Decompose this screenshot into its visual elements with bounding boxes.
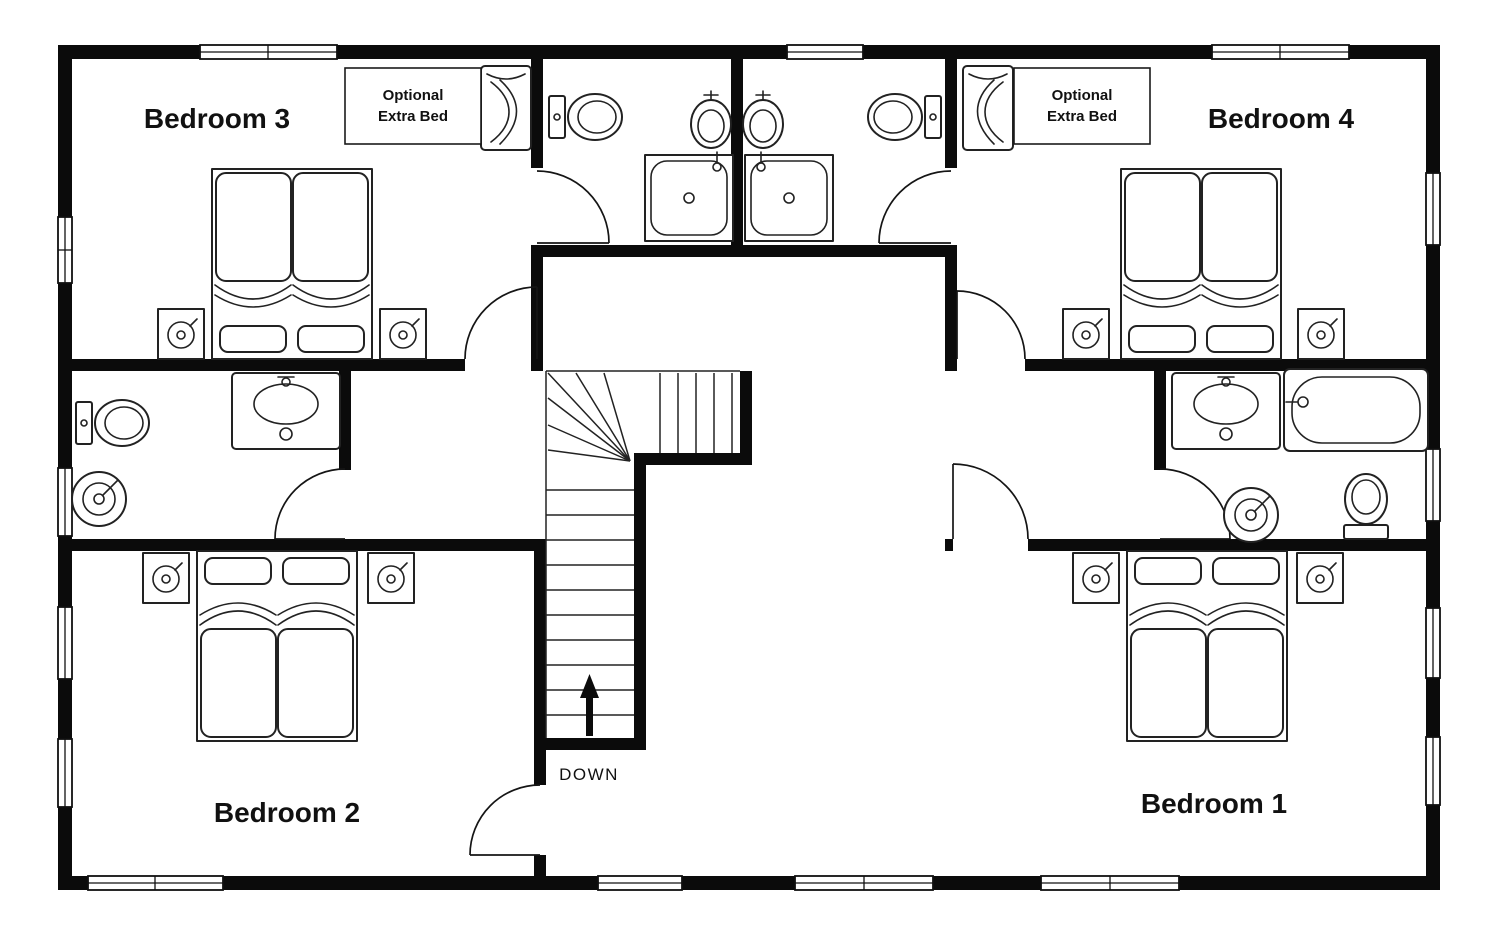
stair-winders [547, 372, 631, 462]
window [1425, 736, 1441, 806]
bedroom-3-label: Bedroom 3 [144, 103, 290, 134]
shower-head-icon [71, 471, 127, 527]
window [1425, 607, 1441, 679]
stair-direction-arrow-icon [580, 674, 599, 736]
toilet-icon [867, 93, 942, 141]
nightstand-lamp-icon [367, 552, 415, 604]
bedroom-1-label: Bedroom 1 [1141, 788, 1287, 819]
toilet-icon [1343, 473, 1389, 540]
bathroom-left [71, 372, 341, 527]
optional-extra-bed-label-line2: Extra Bed [378, 108, 448, 125]
nightstand-lamp-icon [1062, 308, 1110, 360]
shower-tray-icon [744, 151, 834, 242]
window [786, 44, 864, 60]
staircase: DOWN [545, 370, 740, 784]
nightstand-lamp-icon [1296, 552, 1344, 604]
bedroom-2: Bedroom 2 [142, 550, 415, 828]
toilet-icon [548, 93, 623, 141]
optional-extra-bed-icon [480, 65, 532, 151]
vanity-sink-icon [231, 372, 341, 450]
bathtub-icon [1283, 368, 1429, 452]
washbasin-icon [690, 90, 732, 149]
door-bedroom-4 [956, 290, 1026, 360]
nightstand-lamp-icon [1072, 552, 1120, 604]
window [794, 875, 934, 891]
window [1425, 448, 1441, 522]
optional-extra-bed-callout: Optional Extra Bed [344, 67, 482, 145]
window [57, 606, 73, 680]
optional-extra-bed-label-line1: Optional [1052, 87, 1113, 104]
toilet-icon [75, 399, 150, 447]
window [597, 875, 683, 891]
ensuite-left [548, 90, 734, 242]
door-shower-room-right [878, 170, 952, 244]
double-bed [211, 168, 373, 360]
double-bed [1120, 168, 1282, 360]
vanity-sink-icon [1171, 372, 1281, 450]
window [87, 875, 224, 891]
nightstand-lamp-icon [1297, 308, 1345, 360]
shower-tray-icon [644, 151, 734, 242]
optional-extra-bed-label-line1: Optional [383, 87, 444, 104]
doors [274, 170, 1231, 856]
door-bedroom-1 [952, 463, 1029, 540]
door-bedroom-3 [464, 286, 538, 360]
windows [57, 44, 1441, 891]
bedroom-3: Bedroom 3 Optional Extra Bed [144, 65, 532, 360]
window [57, 738, 73, 808]
door-bathroom-right [1159, 468, 1231, 540]
stair-landing-treads [659, 373, 733, 453]
shower-head-icon [1223, 487, 1279, 543]
nightstand-lamp-icon [379, 308, 427, 360]
window [57, 216, 73, 284]
bedroom-2-label: Bedroom 2 [214, 797, 360, 828]
ensuite-right [742, 90, 942, 242]
window [1040, 875, 1180, 891]
window [1211, 44, 1350, 60]
nightstand-lamp-icon [142, 552, 190, 604]
double-bed [196, 550, 358, 742]
stairs-down-label: DOWN [559, 765, 619, 784]
door-bathroom-left [274, 468, 346, 540]
washbasin-icon [742, 90, 784, 149]
window [57, 467, 73, 537]
double-bed [1126, 550, 1288, 742]
bedroom-4-label: Bedroom 4 [1208, 103, 1355, 134]
optional-extra-bed-icon [962, 65, 1014, 151]
window [199, 44, 338, 60]
window [1425, 172, 1441, 246]
optional-extra-bed-callout: Optional Extra Bed [1013, 67, 1151, 145]
door-shower-room-left [536, 170, 610, 244]
nightstand-lamp-icon [157, 308, 205, 360]
bathroom-right [1171, 368, 1429, 543]
door-bedroom-2 [469, 784, 541, 856]
bedroom-1: Bedroom 1 [1072, 550, 1344, 819]
optional-extra-bed-label-line2: Extra Bed [1047, 108, 1117, 125]
bedroom-4: Bedroom 4 Optional Extra Bed [962, 65, 1355, 360]
